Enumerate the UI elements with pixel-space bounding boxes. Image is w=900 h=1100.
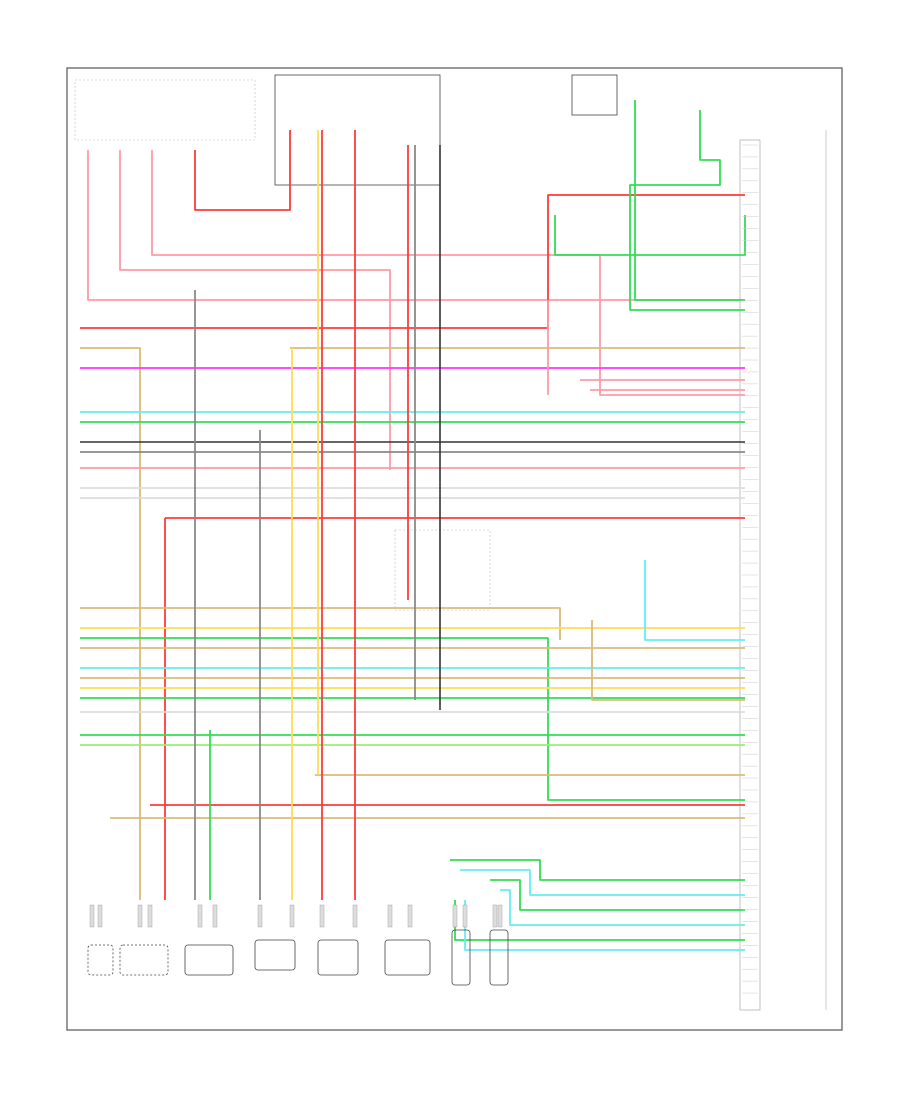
connector-block-top-right bbox=[571, 74, 618, 116]
wire-green-35 bbox=[629, 110, 745, 311]
bottom-components bbox=[87, 904, 509, 986]
diagram-frame bbox=[66, 67, 843, 1031]
connector-terminal-6 bbox=[212, 904, 218, 928]
bottom-component-7 bbox=[489, 929, 509, 986]
fuse-block bbox=[74, 79, 256, 141]
wire-tan-19 bbox=[80, 607, 561, 640]
connector-terminal-14 bbox=[462, 904, 468, 928]
wire-tan-5 bbox=[80, 347, 141, 900]
bottom-component-5 bbox=[384, 939, 431, 976]
connector-terminal-5 bbox=[197, 904, 203, 928]
pin-group bbox=[742, 144, 758, 994]
connector-terminal-12 bbox=[407, 904, 413, 928]
wire-green-33 bbox=[554, 215, 746, 256]
connector-terminal-16 bbox=[497, 904, 503, 928]
wire-pink-0 bbox=[87, 150, 745, 301]
connector-terminal-15 bbox=[492, 904, 498, 928]
connector-terminal-13 bbox=[452, 904, 458, 928]
wire-red-4 bbox=[80, 194, 745, 329]
center-module bbox=[394, 529, 491, 611]
connector-terminal-9 bbox=[319, 904, 325, 928]
connector-terminal-4 bbox=[147, 904, 153, 928]
bottom-component-2 bbox=[184, 944, 234, 976]
bottom-component-3 bbox=[254, 939, 296, 971]
bottom-component-6 bbox=[451, 929, 471, 986]
wire-pink-1 bbox=[119, 150, 391, 470]
connector-terminal-2 bbox=[97, 904, 103, 928]
wire-group bbox=[80, 100, 746, 951]
wire-pink-2 bbox=[151, 150, 745, 396]
bottom-component-1 bbox=[119, 944, 169, 976]
wire-cyan-49 bbox=[500, 889, 745, 926]
wire-green-34 bbox=[634, 100, 745, 301]
connector-terminal-1 bbox=[89, 904, 95, 928]
bottom-component-8 bbox=[87, 944, 114, 976]
connector-terminal-8 bbox=[289, 904, 295, 928]
relay-block bbox=[274, 74, 441, 186]
pcm-connector bbox=[739, 139, 761, 1011]
wire-green-21 bbox=[80, 637, 745, 801]
wire-cyan-36 bbox=[644, 560, 745, 641]
connector-terminal-11 bbox=[387, 904, 393, 928]
wire-red-3 bbox=[194, 130, 291, 211]
bottom-component-4 bbox=[317, 939, 359, 976]
connector-terminal-7 bbox=[257, 904, 263, 928]
wire-tan-54 bbox=[591, 620, 745, 701]
wire-green-46 bbox=[450, 859, 745, 881]
wire-cyan-47 bbox=[460, 869, 745, 896]
connector-terminal-3 bbox=[137, 904, 143, 928]
wire-green-48 bbox=[490, 879, 745, 911]
connector-terminal-10 bbox=[352, 904, 358, 928]
